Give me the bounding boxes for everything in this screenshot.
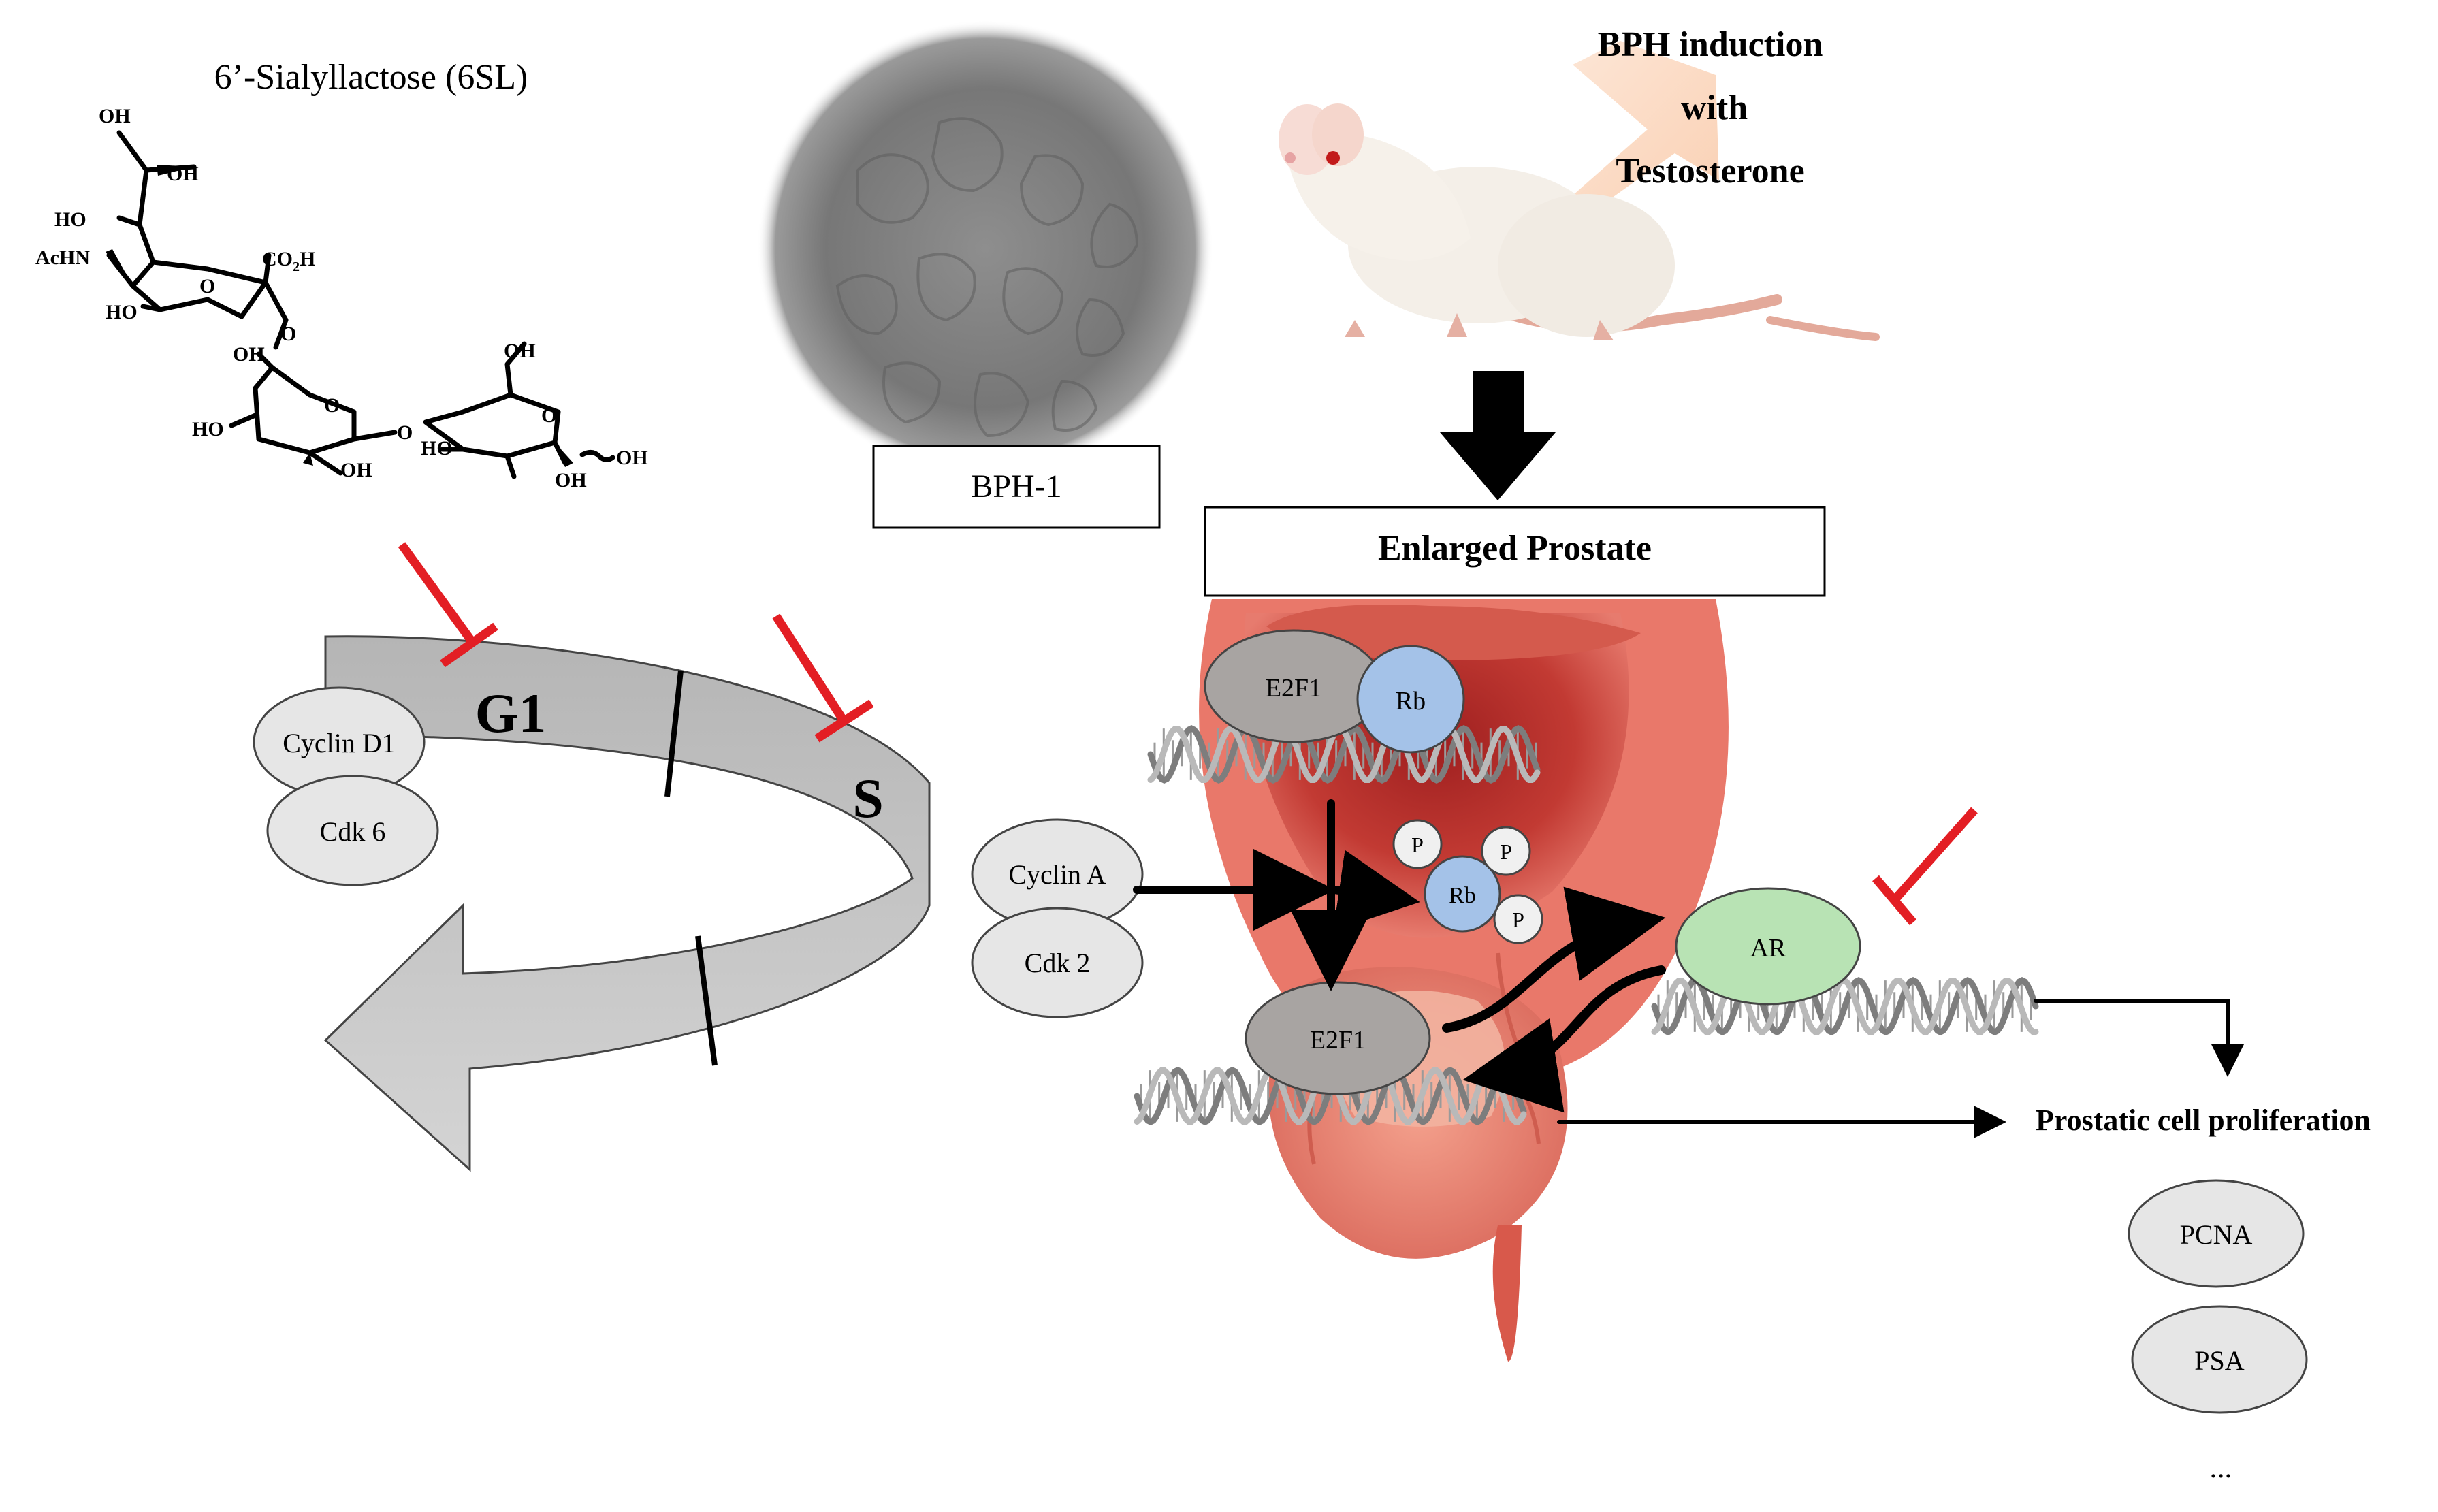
pathway-arrows bbox=[1133, 799, 2244, 1138]
proliferation-label: Prostatic cell proliferation bbox=[2036, 1104, 2371, 1137]
atom-label: OH bbox=[233, 343, 265, 366]
psa-label: PSA bbox=[2194, 1345, 2244, 1376]
enlarged-prostate-label: Enlarged Prostate bbox=[1378, 529, 1652, 568]
pcna-label: PCNA bbox=[2180, 1219, 2253, 1250]
psa-node bbox=[2131, 1305, 2308, 1414]
cyclin-a-label: Cyclin A bbox=[1008, 859, 1106, 890]
rb-phospho-label: Rb bbox=[1449, 883, 1476, 908]
phosphate-label: P bbox=[1411, 833, 1424, 857]
induction-text: BPH induction with Testosterone bbox=[1598, 25, 1823, 191]
outcome-ellipsis: ... bbox=[2210, 1451, 2232, 1484]
cdk2-label: Cdk 2 bbox=[1025, 948, 1091, 978]
inhibit-ar-symbol bbox=[1872, 807, 1978, 926]
rat-illustration bbox=[1279, 103, 1880, 341]
dna-helix-ar bbox=[1651, 977, 2039, 1035]
arrow-ar-to-e2f1 bbox=[1462, 965, 1666, 1113]
cdk2-node bbox=[971, 907, 1144, 1018]
atom-label: O bbox=[199, 275, 215, 297]
cell-cycle-band bbox=[323, 635, 931, 1172]
atom-label: OH bbox=[340, 459, 372, 481]
phosphate-label: P bbox=[1512, 907, 1524, 932]
cell-cycle-diagram: G1 S Cyclin D1 Cdk 6 bbox=[253, 635, 931, 1172]
bph1-label: BPH-1 bbox=[971, 468, 1061, 504]
atom-label: OH bbox=[555, 469, 587, 492]
atom-label: CO2H bbox=[262, 248, 315, 274]
ar-label: AR bbox=[1750, 934, 1786, 963]
inhibit-g1-symbol bbox=[398, 542, 498, 668]
induction-line-2: with bbox=[1681, 89, 1748, 127]
phosphate-node bbox=[1481, 826, 1531, 876]
induction-line-1: BPH induction bbox=[1598, 25, 1823, 64]
atom-label: O bbox=[541, 404, 557, 427]
sialyllactose-structure: 6’-Sialyllactose (6SL) bbox=[35, 58, 648, 492]
dna-strand bbox=[1651, 978, 2039, 1035]
molecule-atom-labels: OH OH HO AcHN O CO2H HO O OH OH O HO O O… bbox=[35, 105, 648, 492]
cdk6-label: Cdk 6 bbox=[320, 816, 386, 847]
atom-label: HO bbox=[106, 301, 138, 323]
cdk6-node bbox=[266, 775, 439, 886]
atom-label: AcHN bbox=[35, 246, 90, 269]
atom-label: OH bbox=[99, 105, 131, 127]
rb-top-node bbox=[1356, 645, 1465, 754]
arrow-ar-to-proliferation bbox=[2034, 999, 2244, 1077]
e2f1-top-label: E2F1 bbox=[1266, 674, 1321, 703]
rb-phospho-node bbox=[1424, 855, 1501, 933]
atom-label: O bbox=[324, 394, 340, 417]
induction-arrow bbox=[1532, 41, 1719, 245]
inhibit-s-symbol bbox=[772, 613, 874, 743]
atom-label: OH bbox=[616, 447, 648, 469]
atom-label: OH bbox=[504, 340, 536, 362]
induction-line-3: Testosterone bbox=[1616, 152, 1804, 191]
bph1-label-box bbox=[872, 445, 1161, 529]
atom-label: O bbox=[280, 323, 296, 345]
compound-title: 6’-Sialyllactose (6SL) bbox=[214, 58, 528, 97]
atom-label: O bbox=[397, 421, 413, 444]
bph1-cell-micrograph bbox=[757, 20, 1213, 477]
rb-top-label: Rb bbox=[1396, 687, 1426, 715]
phase-g1-label: G1 bbox=[475, 682, 547, 744]
phosphate-label: P bbox=[1500, 839, 1512, 864]
atom-label: HO bbox=[421, 437, 453, 460]
arrow-to-rb-phospho bbox=[1330, 850, 1420, 931]
pcna-node bbox=[2128, 1179, 2305, 1288]
induction-down-arrow bbox=[1440, 371, 1556, 500]
enlarged-prostate-label-box bbox=[1204, 506, 1826, 597]
molecule-wedge-bonds bbox=[106, 165, 573, 467]
dna-strand bbox=[1147, 725, 1541, 784]
cell-cycle-divider bbox=[664, 670, 684, 797]
inhibition-symbols bbox=[398, 542, 1978, 926]
phosphate-node bbox=[1493, 894, 1543, 944]
atom-label: HO bbox=[192, 418, 224, 440]
atom-label: OH bbox=[167, 163, 199, 185]
phase-s-label: S bbox=[852, 767, 884, 829]
ar-node bbox=[1675, 887, 1861, 1006]
dna-strand bbox=[1651, 977, 2039, 1035]
cell-cycle-divider bbox=[695, 935, 718, 1066]
atom-label: HO bbox=[54, 208, 86, 231]
e2f1-bottom-label: E2F1 bbox=[1310, 1026, 1366, 1055]
cyclin-d1-label: Cyclin D1 bbox=[283, 728, 396, 758]
